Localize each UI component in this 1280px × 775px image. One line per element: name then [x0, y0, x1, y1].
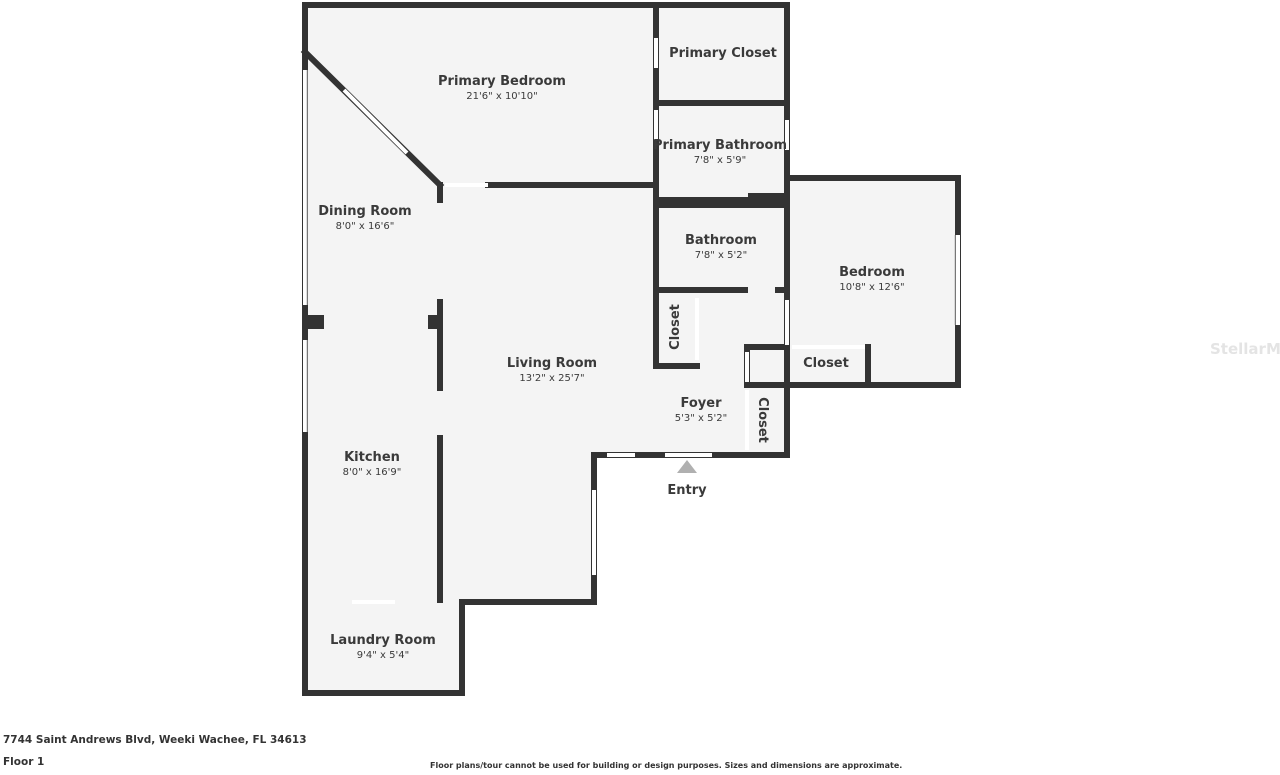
floor-label: Floor 1 [3, 756, 45, 768]
entry-label: Entry [667, 483, 707, 498]
room-name: Primary Closet [669, 46, 777, 61]
room-name: Closet [803, 356, 849, 371]
room-labels: Primary Bedroom 21'6" x 10'10" Primary C… [318, 46, 905, 661]
room-dimensions: 13'2" x 25'7" [519, 373, 584, 384]
windows-doors [303, 38, 960, 604]
room-dimensions: 5'3" x 5'2" [675, 413, 727, 424]
room-dimensions: 8'0" x 16'9" [343, 467, 402, 478]
watermark: StellarMLS [1210, 340, 1280, 358]
room-dimensions: 9'4" x 5'4" [357, 650, 409, 661]
room-dimensions: 7'8" x 5'2" [695, 250, 747, 261]
room-name: Primary Bedroom [438, 74, 566, 89]
room-name: Laundry Room [330, 633, 436, 648]
room-dimensions: 7'8" x 5'9" [694, 155, 746, 166]
room-name: Foyer [681, 396, 723, 411]
room-dimensions: 10'8" x 12'6" [839, 282, 904, 293]
room-name: Kitchen [344, 450, 400, 465]
address: 7744 Saint Andrews Blvd, Weeki Wachee, F… [3, 734, 307, 746]
room-name: Bedroom [839, 265, 905, 280]
walls [300, 2, 961, 696]
room-name: Closet [755, 397, 770, 443]
room-dimensions: 8'0" x 16'6" [336, 221, 395, 232]
room-name: Primary Bathroom [653, 138, 787, 153]
room-name: Dining Room [318, 204, 411, 219]
room-name: Living Room [507, 356, 597, 371]
room-dimensions: 21'6" x 10'10" [466, 91, 538, 102]
floor-area [305, 5, 958, 693]
disclaimer: Floor plans/tour cannot be used for buil… [430, 761, 903, 770]
room-name: Closet [668, 304, 683, 350]
entry-marker-icon [677, 460, 697, 473]
room-name: Bathroom [685, 233, 757, 248]
